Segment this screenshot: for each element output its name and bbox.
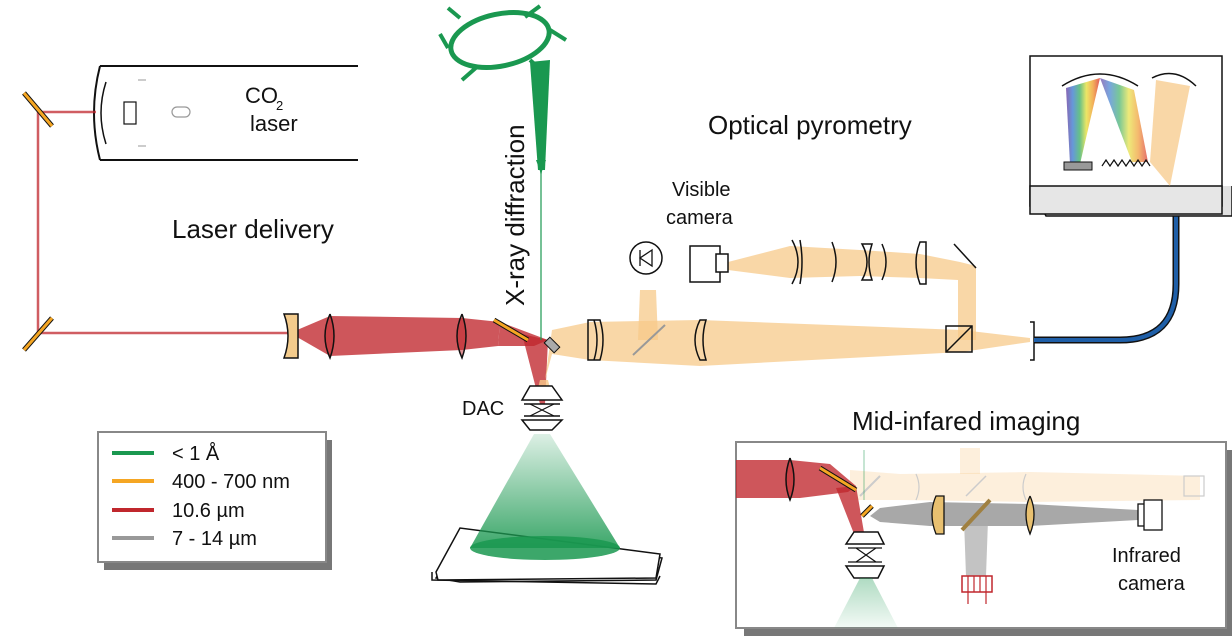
co2-lens-1 (324, 313, 335, 360)
xray-detector (431, 434, 663, 585)
co2-lens-2 (456, 313, 467, 360)
legend-label-infrared: 7 - 14 µm (172, 528, 257, 550)
legend: < 1 Å 400 - 700 nm 10.6 µm 7 - 14 µm (97, 431, 332, 570)
xray-diffraction-label: X-ray diffraction (500, 124, 530, 306)
optical-fiber (1034, 200, 1180, 344)
spectrometer (1029, 55, 1232, 217)
optical-pyrometry-label: Optical pyrometry (708, 110, 912, 140)
mid-infrared-inset: Infrared camera (735, 441, 1232, 636)
legend-label-co2: 10.6 µm (172, 500, 245, 522)
visible-camera-label-2: camera (666, 207, 734, 229)
laser-label-subscript: 2 (276, 98, 283, 113)
mid-infrared-imaging-label: Mid-infared imaging (852, 406, 1080, 436)
laser-label-word: laser (250, 111, 298, 136)
co2-beam-path (22, 91, 548, 404)
legend-label-visible: 400 - 700 nm (172, 471, 290, 493)
diamond-anvil-cell: DAC (462, 380, 564, 431)
laser-delivery-label: Laser delivery (172, 214, 334, 244)
pyrometry-optics (543, 239, 1035, 361)
co2-laser: CO 2 laser (93, 65, 358, 161)
laser-label-co: CO (245, 83, 278, 108)
negative-lens (282, 313, 299, 359)
infrared-camera-label-1: Infrared (1112, 545, 1181, 567)
dac-label: DAC (462, 398, 504, 420)
infrared-camera-label-2: camera (1118, 573, 1186, 595)
visible-camera-label-1: Visible (672, 179, 731, 201)
legend-label-xray: < 1 Å (172, 442, 220, 465)
xray-path: X-ray diffraction (438, 4, 568, 340)
